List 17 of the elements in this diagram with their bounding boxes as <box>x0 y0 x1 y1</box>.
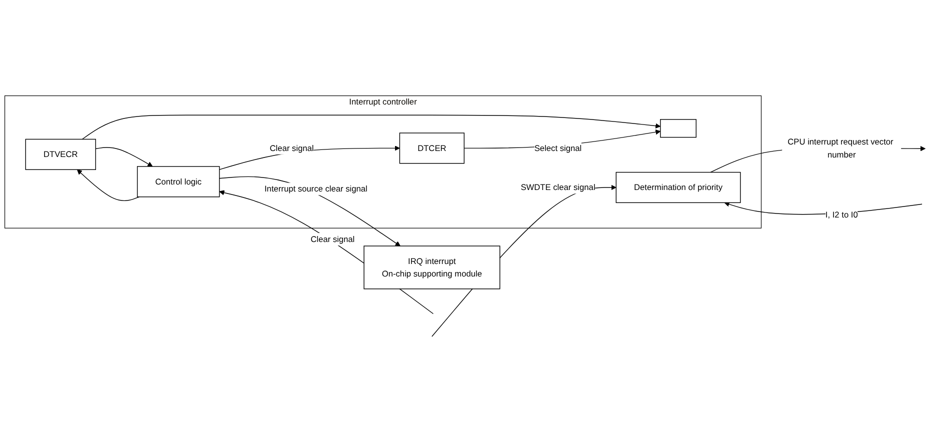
edge-label: SWDTE clear signal <box>520 182 596 192</box>
edge-label: Clear signal <box>270 142 314 152</box>
arrow <box>95 146 153 167</box>
edge-label: I, I2 to I0 <box>825 210 858 220</box>
node-box: Determination of priority <box>616 172 741 203</box>
arrow <box>76 169 140 201</box>
node-box: DTCER <box>399 132 465 164</box>
node-box: Control logic <box>136 166 220 198</box>
edge-label: Interrupt source clear signal <box>264 184 368 194</box>
edge-label: CPU interrupt request vector number <box>788 136 894 159</box>
node-box <box>660 118 696 138</box>
edge-label: Clear signal <box>310 234 355 244</box>
node-box: DTVECR <box>25 138 96 170</box>
node-box: IRQ interrupt On-chip supporting module <box>364 246 500 290</box>
arrow <box>219 176 400 246</box>
arrow <box>82 114 661 140</box>
edge-label: Select signal <box>534 142 582 152</box>
